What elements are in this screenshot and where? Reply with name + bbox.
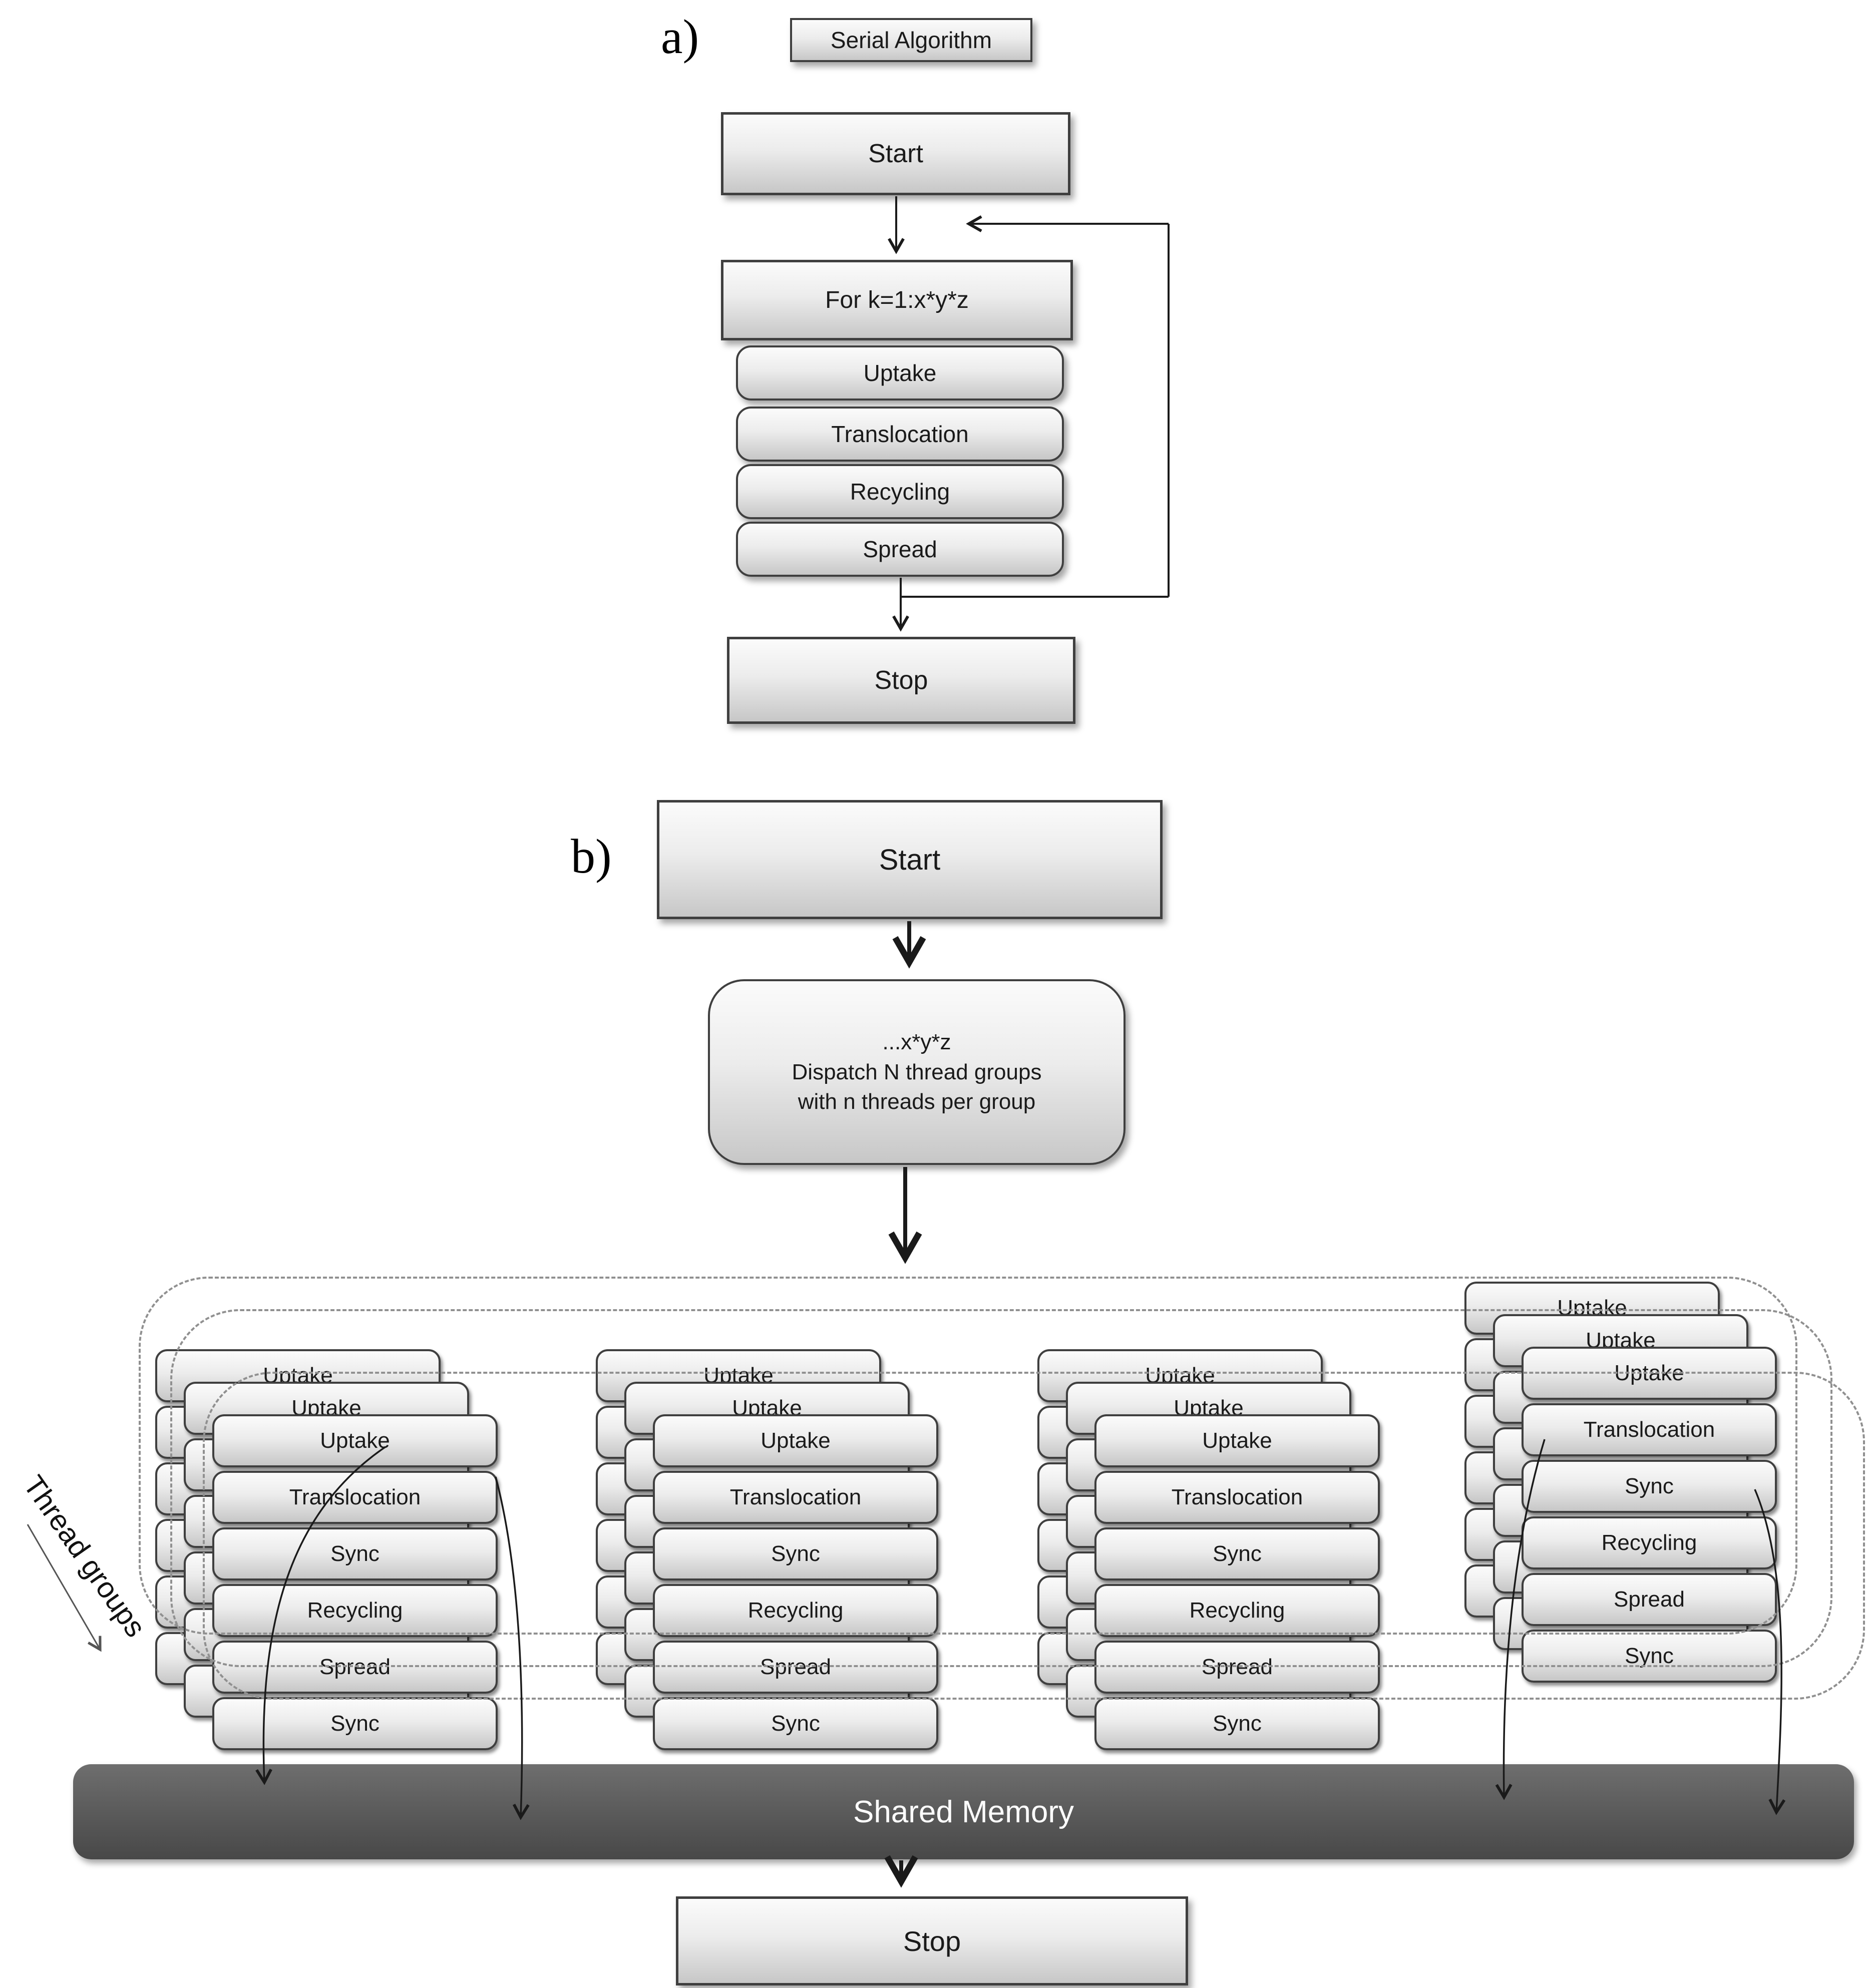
thread-step-translocation: Translocation — [653, 1471, 938, 1524]
thread-step-spread: Spread — [212, 1641, 498, 1694]
thread-step-recycling: Recycling — [1094, 1584, 1380, 1637]
thread-step-sync: Sync — [653, 1527, 938, 1580]
panel-a-label: a) — [661, 10, 699, 64]
thread-step-uptake: Uptake — [212, 1414, 498, 1467]
thread-step-uptake: Uptake — [1094, 1414, 1380, 1467]
start-box-a: Start — [721, 112, 1070, 195]
thread-step-translocation: Translocation — [1522, 1403, 1777, 1456]
thread-step-spread: Spread — [1522, 1573, 1777, 1626]
step-translocation-a: Translocation — [736, 407, 1064, 462]
panel-b-label: b) — [571, 830, 612, 884]
thread-step-sync: Sync — [1094, 1527, 1380, 1580]
thread-step-translocation: Translocation — [1094, 1471, 1380, 1524]
step-recycling-a: Recycling — [736, 464, 1064, 519]
dispatch-line-1: ...x*y*z — [882, 1030, 951, 1055]
thread-step-translocation: Translocation — [212, 1471, 498, 1524]
step-spread-a: Spread — [736, 522, 1064, 577]
thread-step-sync: Sync — [1094, 1697, 1380, 1750]
dispatch-line-2: Dispatch N thread groups — [792, 1059, 1042, 1084]
thread-step-sync: Sync — [1522, 1630, 1777, 1683]
thread-step-sync: Sync — [1522, 1460, 1777, 1513]
start-box-b: Start — [657, 800, 1163, 919]
thread-step-uptake: Uptake — [1522, 1347, 1777, 1400]
dispatch-box: ...x*y*z Dispatch N thread groups with n… — [708, 979, 1126, 1165]
thread-step-spread: Spread — [1094, 1641, 1380, 1694]
thread-step-uptake: Uptake — [653, 1414, 938, 1467]
serial-algorithm-title-box: Serial Algorithm — [790, 18, 1032, 62]
thread-step-recycling: Recycling — [653, 1584, 938, 1637]
dispatch-line-3: with n threads per group — [798, 1089, 1036, 1114]
thread-step-spread: Spread — [653, 1641, 938, 1694]
stop-box-a: Stop — [727, 637, 1075, 724]
for-loop-box: For k=1:x*y*z — [721, 260, 1073, 340]
thread-step-sync: Sync — [212, 1527, 498, 1580]
thread-step-recycling: Recycling — [1522, 1516, 1777, 1569]
thread-step-recycling: Recycling — [212, 1584, 498, 1637]
thread-step-sync: Sync — [212, 1697, 498, 1750]
thread-step-sync: Sync — [653, 1697, 938, 1750]
stop-box-b: Stop — [676, 1896, 1188, 1985]
step-uptake-a: Uptake — [736, 345, 1064, 401]
